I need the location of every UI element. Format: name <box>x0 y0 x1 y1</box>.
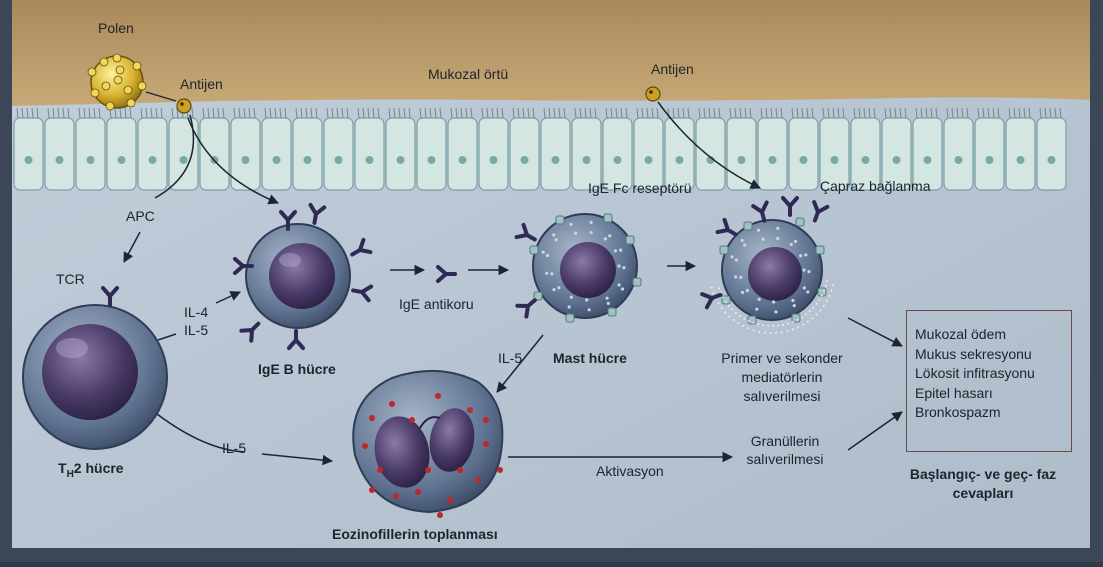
il5-upper-label: IL-5 <box>184 322 208 338</box>
il4-label: IL-4 <box>184 304 208 320</box>
mediator-release-line2: mediatörlerin <box>702 368 862 387</box>
outcome-item: Lökosit infitrasyonu <box>915 364 1071 384</box>
granule-release-label: Granüllerin salıverilmesi <box>730 432 840 468</box>
epithelial-cell <box>14 108 43 190</box>
outcome-item: Mukozal ödem <box>915 325 1071 345</box>
epithelial-cell <box>107 108 136 190</box>
il5-lower-label: IL-5 <box>222 440 246 456</box>
epithelial-cell <box>231 108 260 190</box>
epithelial-cell <box>45 108 74 190</box>
mast-cell <box>533 214 637 318</box>
mucosal-layer-label: Mukozal örtü <box>428 66 508 82</box>
epithelial-cell <box>76 108 105 190</box>
antigen-right <box>646 87 660 101</box>
epithelial-cell <box>448 108 477 190</box>
pollen-label: Polen <box>98 20 134 36</box>
granule-release-line1: Granüllerin <box>730 432 840 450</box>
epithelial-cell <box>603 108 632 190</box>
mediator-release-line3: salıverilmesi <box>702 387 862 406</box>
antigen-right-label: Antijen <box>651 61 694 77</box>
ige-b-cell <box>246 224 350 328</box>
mediator-release-label: Primer ve sekonder mediatörlerin salıver… <box>702 349 862 406</box>
antigen-left-label: Antijen <box>180 76 223 92</box>
epithelial-cell <box>789 108 818 190</box>
tcr-label: TCR <box>56 271 85 287</box>
epithelial-cell <box>262 108 291 190</box>
epithelial-cell <box>355 108 384 190</box>
left-edge-shadow <box>0 0 12 562</box>
epithelial-cell <box>386 108 415 190</box>
antigen-left <box>177 99 191 113</box>
epithelial-cell <box>1037 108 1066 190</box>
epithelial-cell <box>169 108 198 190</box>
epithelial-cell <box>479 108 508 190</box>
ige-fc-receptor-label: IgE Fc reseptörü <box>588 180 692 196</box>
epithelial-cell <box>758 108 787 190</box>
th2-label-subscript: H <box>67 469 74 480</box>
outcome-item: Mukus sekresyonu <box>915 345 1071 365</box>
epithelial-cell <box>634 108 663 190</box>
epithelial-cell <box>510 108 539 190</box>
mucus-layer <box>12 0 1090 106</box>
clinical-outcomes-box: Mukozal ödem Mukus sekresyonu Lökosit in… <box>906 310 1072 452</box>
epithelial-cell <box>975 108 1004 190</box>
epithelial-cell <box>944 108 973 190</box>
epithelial-cell <box>293 108 322 190</box>
ige-b-cell-label: IgE B hücre <box>258 361 336 377</box>
th2-label-rest: 2 hücre <box>74 460 124 476</box>
outcome-item: Bronkospazm <box>915 403 1071 423</box>
outcome-item: Epitel hasarı <box>915 384 1071 404</box>
il5-mid-label: IL-5 <box>498 350 522 366</box>
epithelial-cell <box>541 108 570 190</box>
epithelial-cell <box>417 108 446 190</box>
mediator-release-line1: Primer ve sekonder <box>702 349 862 368</box>
epithelial-cell <box>665 108 694 190</box>
th2-label-main: T <box>58 460 67 476</box>
activation-label: Aktivasyon <box>596 463 664 479</box>
phase-responses-line1: Başlangıç- ve geç- faz <box>893 465 1073 484</box>
apc-label: APC <box>126 208 155 224</box>
epithelial-cell <box>138 108 167 190</box>
ige-antibody-label: IgE antikoru <box>399 296 474 312</box>
bottom-edge-shadow <box>0 548 1103 562</box>
right-edge-shadow <box>1090 0 1103 562</box>
th2-cell-label: TH2 hücre <box>58 460 124 480</box>
crosslinking-label: Çapraz bağlanma <box>820 178 931 194</box>
epithelial-cell <box>1006 108 1035 190</box>
th2-cell <box>23 305 167 449</box>
epithelial-cell <box>572 108 601 190</box>
phase-responses-label: Başlangıç- ve geç- faz cevapları <box>893 465 1073 503</box>
epithelial-cell <box>324 108 353 190</box>
mast-cell-label: Mast hücre <box>553 350 627 366</box>
eosinophil-recruitment-label: Eozinofillerin toplanması <box>332 526 498 542</box>
phase-responses-line2: cevapları <box>893 484 1073 503</box>
granule-release-line2: salıverilmesi <box>730 450 840 468</box>
